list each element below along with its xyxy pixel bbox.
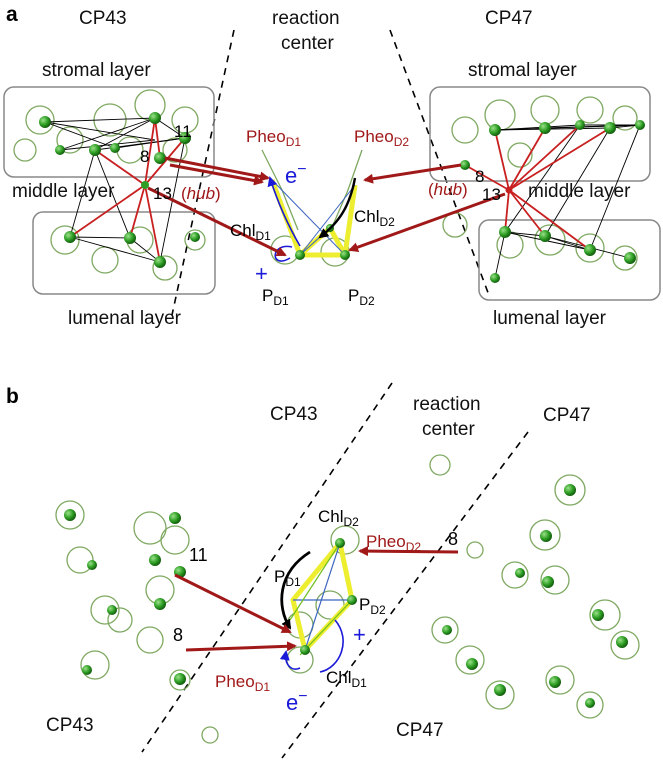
- plus-label-a: +: [255, 261, 268, 286]
- cp43-nodes-b: [64, 509, 186, 685]
- cp43-lumenal-label: lumenal layer: [68, 308, 182, 329]
- arrow-13-to-chl-d1-a: [147, 186, 287, 257]
- cp47-bottom-label-b: CP47: [396, 720, 444, 741]
- cp43-label: CP43: [79, 8, 127, 29]
- node-11-label-a: 11: [174, 122, 192, 141]
- p-d1-arrow-b: [280, 550, 311, 630]
- arrow-11-to-pheo-d1-b: [174, 573, 292, 634]
- cp43-bottom-label-b: CP43: [46, 715, 94, 736]
- pheo-d2-label-a: PheoD2: [354, 127, 409, 149]
- cp43-stromal-box: [3, 86, 215, 178]
- cp43-nodes: [39, 112, 200, 268]
- cp43-stromal-label: stromal layer: [42, 60, 151, 81]
- boundary-right-dashed: [389, 29, 491, 299]
- chl-d2-arrow-a: [318, 177, 357, 239]
- node-8-right-label-b: 8: [448, 529, 458, 549]
- arrow-13-to-chl-d2-a: [348, 192, 506, 252]
- electron-label-a: e−: [285, 161, 307, 188]
- cp43-network-edges: [44, 117, 186, 263]
- electron-transfer-arrow-b: [279, 650, 301, 670]
- hub-right-label-a: (hub): [428, 180, 468, 199]
- pheo-d2-label-b: PheoD2: [366, 532, 421, 554]
- node-13-left-label-a: 13: [153, 184, 172, 203]
- node-8-right-label-a: 8: [475, 167, 484, 186]
- chl-d2-label-b: ChlD2: [318, 507, 359, 529]
- reaction-center-label-line1: reaction: [272, 8, 340, 29]
- hub-left-label-a: (hub): [181, 184, 221, 203]
- panel-a-letter: a: [6, 3, 18, 26]
- reaction-center-label-line2: center: [281, 33, 334, 54]
- plus-label-b: +: [353, 622, 366, 647]
- electron-label-b: e−: [286, 688, 308, 715]
- cp47-lumenal-box: [478, 219, 661, 301]
- cp43-top-label-b: CP43: [270, 404, 318, 425]
- cp43-middle-label: middle layer: [12, 181, 115, 202]
- node-8-left-label-a: 8: [140, 147, 149, 166]
- cp47-lumenal-label: lumenal layer: [493, 308, 607, 329]
- chl-d2-label-a: ChlD2: [354, 207, 395, 229]
- charge-loop-b: [319, 619, 344, 673]
- node-8-left-label-b: 8: [173, 625, 183, 645]
- node-11-label-b: 11: [189, 545, 208, 565]
- p-d2-label-b: PD2: [359, 595, 386, 617]
- rc-b-nodes: [300, 538, 357, 655]
- cp47-nodes: [460, 120, 645, 283]
- electron-transfer-arrow-a: [267, 176, 301, 247]
- cp47-stromal-label: stromal layer: [468, 60, 577, 81]
- reaction-center-label-b-line1: reaction: [413, 394, 481, 415]
- boundary-left-dashed-b: [141, 382, 393, 753]
- panel-a: a CP43 CP47 reaction center: [3, 3, 661, 329]
- reaction-center-label-b-line2: center: [422, 419, 475, 440]
- cp43-chlorophyll-scatter-b: [55, 500, 219, 744]
- chl-d1-label-b: ChlD1: [326, 668, 367, 690]
- cp47-label: CP47: [485, 8, 533, 29]
- cp47-nodes-b: [442, 484, 628, 708]
- pheo-d1-label-a: PheoD1: [246, 127, 301, 149]
- chl-d1-label-a: ChlD1: [230, 221, 271, 243]
- arrow-8-to-pheo-d1-a: [169, 163, 264, 186]
- cp47-hub-edges: [464, 124, 611, 251]
- node-13-right-label-a: 13: [482, 185, 501, 204]
- cp43-hub-edges: [69, 117, 186, 263]
- cp47-top-label-b: CP47: [543, 405, 591, 426]
- boundary-right-dashed-b: [281, 431, 529, 759]
- arrow-8-to-pheo-d2-b: [358, 546, 459, 557]
- cp47-chlorophyll-scatter-b: [429, 454, 640, 719]
- arrow-8-to-pheo-d1-b: [185, 641, 297, 652]
- cp47-stromal-box: [429, 86, 651, 182]
- panel-b-letter: b: [6, 385, 19, 408]
- charge-separation-loop-a: [274, 245, 293, 262]
- p-d1-label-b: PD1: [274, 567, 301, 589]
- rc-b-edges: [289, 542, 353, 656]
- cp43-lumenal-box: [32, 211, 216, 295]
- panel-b: b CP43 reaction center CP47 CP43 CP47: [6, 382, 640, 759]
- arrow-8-to-pheo-d2-a: [363, 163, 462, 184]
- p-d2-label-a: PD2: [348, 286, 375, 308]
- arrow-11-to-pheo-d1-a: [164, 156, 270, 182]
- cp47-middle-label: middle layer: [528, 181, 631, 202]
- pheo-d1-label-b: PheoD1: [215, 672, 270, 694]
- p-d1-label-a: PD1: [262, 286, 289, 308]
